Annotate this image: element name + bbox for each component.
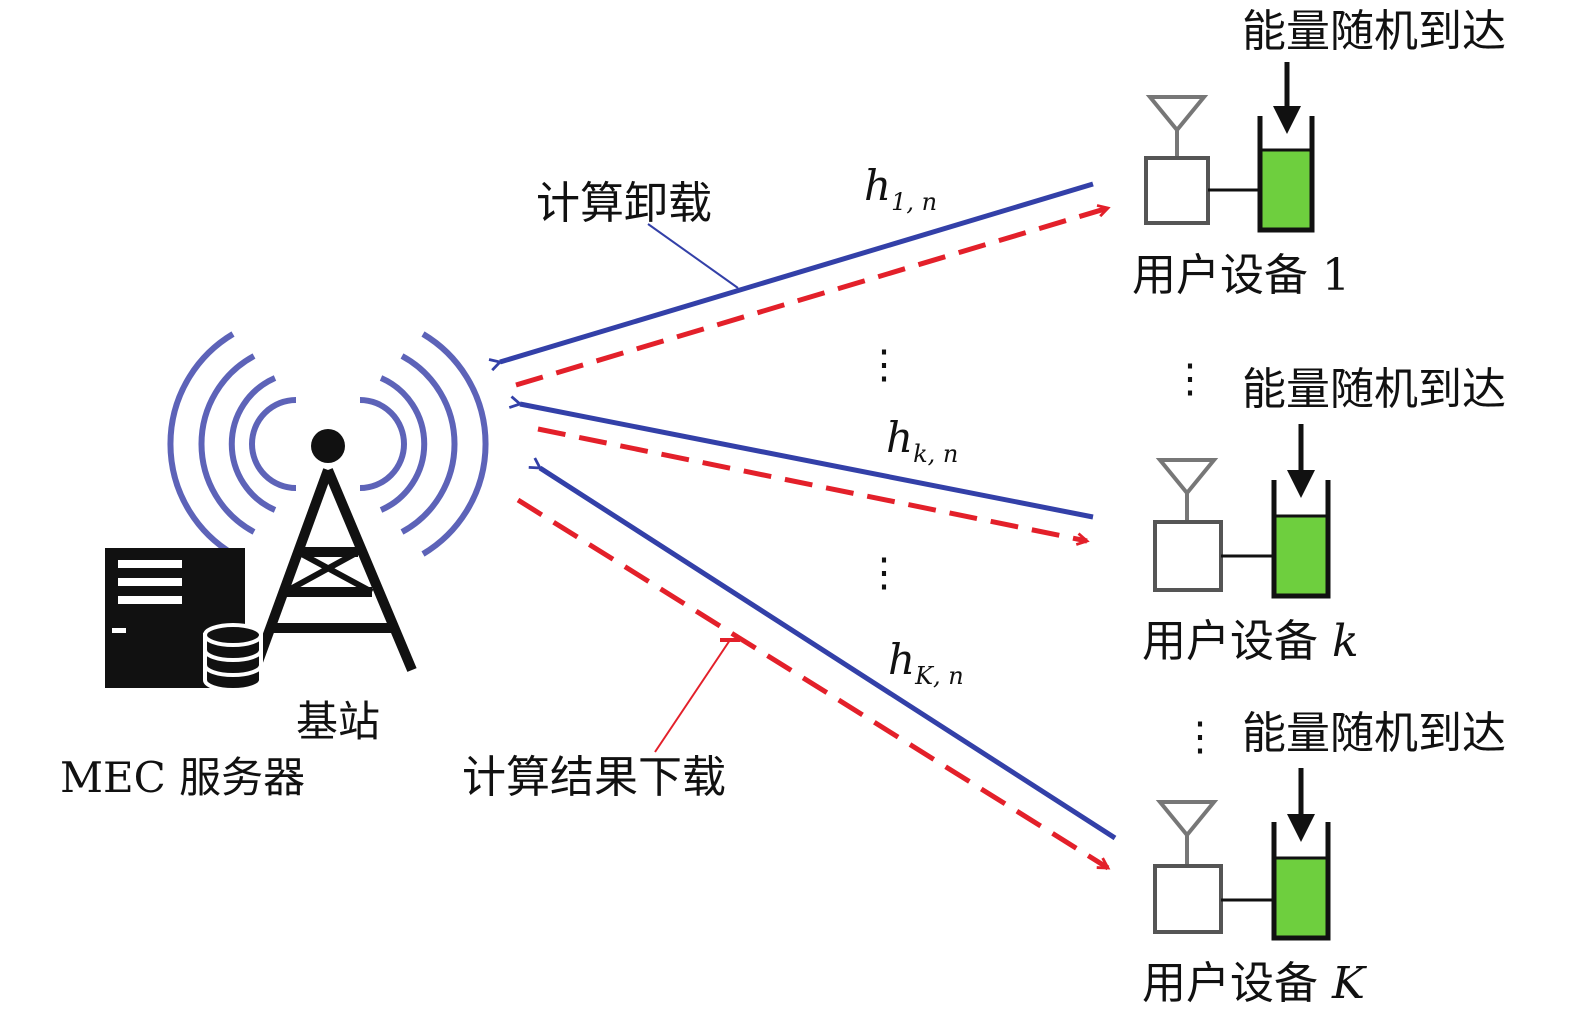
uplink-arrow-device-1 xyxy=(500,181,1094,362)
battery-icon xyxy=(1271,822,1331,941)
ellipsis-links-lower: ⋮ xyxy=(864,550,904,596)
base-station-label: 基站 xyxy=(296,697,380,746)
offload-callout-line xyxy=(647,223,739,289)
energy-arrow-icon xyxy=(1287,768,1315,842)
energy-arrow-icon xyxy=(1287,424,1315,498)
device-box xyxy=(1153,864,1223,934)
offload-label: 计算卸载 xyxy=(536,178,712,229)
downlink-arrow-device-k xyxy=(537,426,1087,541)
user-device-1: 能量随机到达 用户设备 1 xyxy=(1132,6,1506,301)
battery-icon xyxy=(1271,480,1331,599)
ellipsis-devices-lower: ⋮ xyxy=(1180,714,1220,760)
download-label: 计算结果下载 xyxy=(462,752,726,803)
device-name: 用户设备 k xyxy=(1142,616,1359,667)
database-icon xyxy=(203,623,263,692)
antenna-icon xyxy=(1155,458,1219,522)
user-device-K: 能量随机到达 用户设备 K xyxy=(1142,708,1506,1009)
energy-arrival-label: 能量随机到达 xyxy=(1242,364,1506,415)
radio-waves-icon xyxy=(167,331,489,557)
energy-arrival-label: 能量随机到达 xyxy=(1242,708,1506,759)
cell-tower-icon xyxy=(250,429,417,672)
channel-label-K: hK, n xyxy=(888,635,964,690)
energy-arrival-label: 能量随机到达 xyxy=(1242,6,1506,57)
energy-arrow-icon xyxy=(1273,62,1301,134)
antenna-icon xyxy=(1145,95,1209,158)
device-name: 用户设备 K xyxy=(1142,958,1367,1009)
downlink-arrow-device-1 xyxy=(515,208,1108,388)
server-icon xyxy=(105,548,263,692)
uplink-arrow-device-K xyxy=(540,468,1117,841)
device-box xyxy=(1144,156,1210,225)
mec-server-label: MEC 服务器 xyxy=(60,753,305,802)
channel-label-k: hk, n xyxy=(886,413,958,468)
device-name: 用户设备 1 xyxy=(1132,250,1350,301)
device-box xyxy=(1153,520,1223,592)
ellipsis-devices-upper: ⋮ xyxy=(1170,356,1210,402)
downlink-arrow-device-K xyxy=(516,497,1108,871)
battery-icon xyxy=(1257,116,1315,233)
download-callout-line xyxy=(654,639,731,753)
uplink-arrow-device-k xyxy=(520,404,1094,520)
antenna-icon xyxy=(1155,800,1219,866)
ellipsis-links-upper: ⋮ xyxy=(864,342,904,388)
user-device-k: 能量随机到达 用户设备 k xyxy=(1142,364,1506,667)
channel-label-1: h1, n xyxy=(864,161,937,216)
